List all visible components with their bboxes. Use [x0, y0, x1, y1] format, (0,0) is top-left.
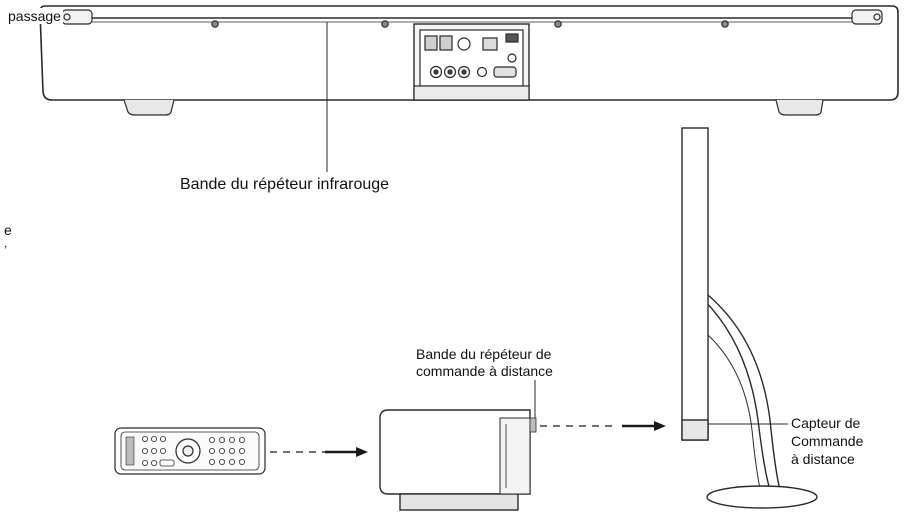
device-foot-block — [399, 493, 519, 511]
arrow-right-icon — [654, 421, 666, 431]
rear-connection-panel — [413, 23, 530, 101]
sensor-label-line1: Capteur de — [791, 415, 861, 431]
sensor-label-line2: Commande — [791, 433, 864, 449]
remote-strip-label: Bande du répéteur de commande à distance — [416, 346, 553, 380]
soundbar-left-cap — [61, 9, 93, 25]
ir-strip-label: Bande du répéteur infrarouge — [180, 176, 390, 193]
ir-signal-arrows — [270, 421, 666, 457]
remote-buttons — [141, 435, 245, 467]
screw-icons — [211, 20, 729, 28]
soundbar-foot-right — [775, 99, 824, 116]
arrow-right-icon — [356, 447, 368, 457]
remote-repeater-strip — [529, 417, 537, 433]
soundbar-foot-left — [123, 99, 175, 116]
tv-stand-base — [706, 485, 818, 509]
left-fragment-label-2: , — [4, 236, 8, 250]
sensor-label: Capteur de Commande à distance — [791, 414, 863, 468]
left-fragment-label: e — [4, 222, 12, 238]
ir-sensor-window — [681, 419, 709, 441]
soundbar — [39, 5, 899, 172]
sensor-label-line3: à distance — [791, 451, 855, 467]
remote-strip-label-line2: commande à distance — [416, 363, 553, 379]
device-box — [379, 380, 537, 511]
soundbar-right-cap — [851, 9, 883, 25]
tv-stand-neck — [703, 293, 781, 491]
remote-strip-label-line1: Bande du répéteur de — [416, 346, 552, 362]
passage-label: passage — [6, 8, 63, 24]
remote-control — [114, 427, 266, 475]
tv-monitor — [681, 127, 818, 509]
tv-panel — [681, 127, 709, 441]
